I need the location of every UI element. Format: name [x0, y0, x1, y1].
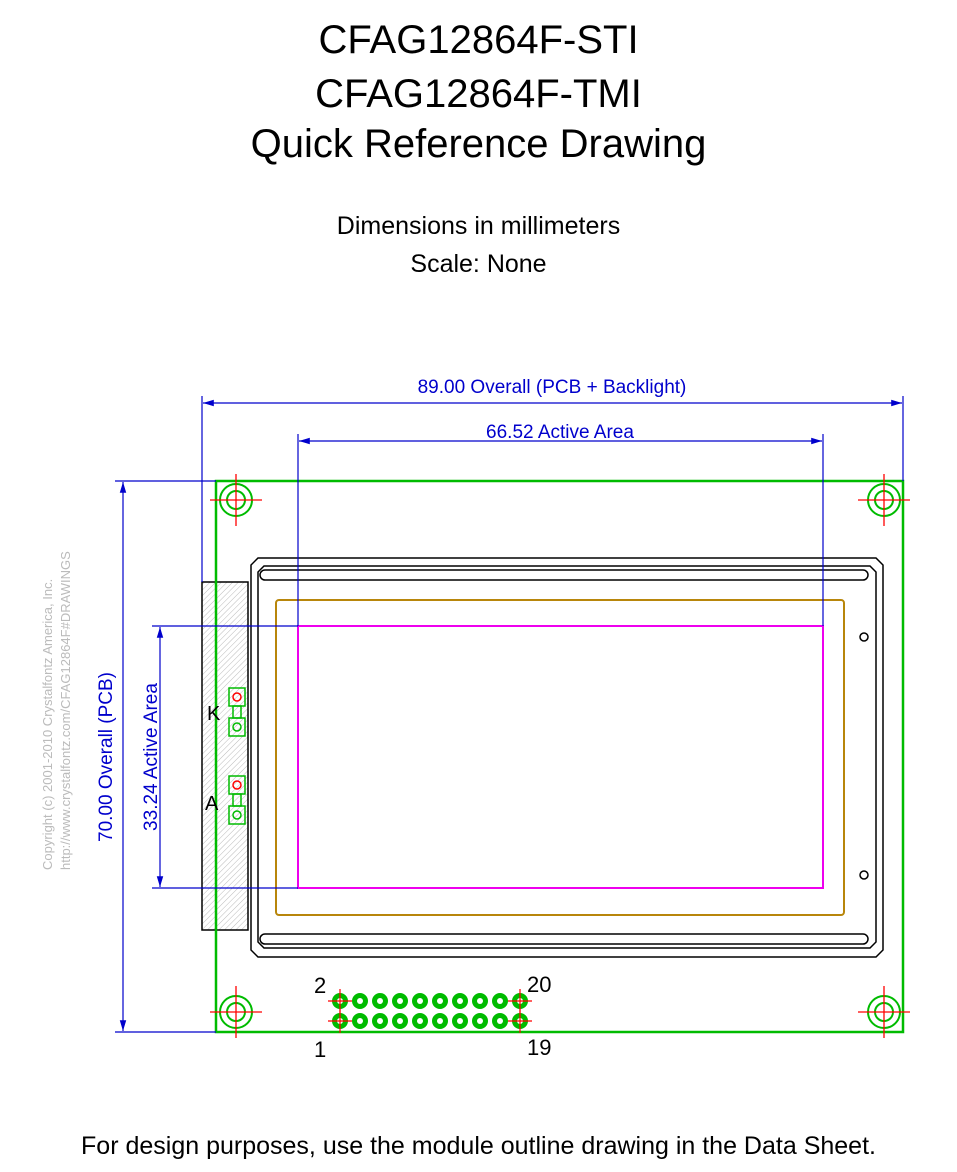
- title-line-1: CFAG12864F-STI: [318, 18, 639, 62]
- pcb-outline: [214, 479, 905, 1034]
- connector-pin-hole: [497, 998, 503, 1004]
- title-line-3: Quick Reference Drawing: [250, 122, 707, 166]
- mounting-hole-tl: [210, 474, 262, 526]
- mounting-hole-bl: [210, 986, 262, 1038]
- cathode-label: K: [207, 703, 221, 725]
- connector-pin-hole: [497, 1018, 503, 1024]
- units-note: Dimensions in millimeters: [336, 212, 621, 240]
- anode-label: A: [205, 793, 219, 815]
- pin-label-2: 2: [314, 973, 326, 998]
- footer-note: For design purposes, use the module outl…: [81, 1132, 876, 1160]
- backlight-tail: [201, 581, 249, 931]
- connector-pin-hole: [417, 998, 423, 1004]
- connector-pins: [328, 989, 532, 1033]
- connector-pin-hole: [357, 998, 363, 1004]
- connector-pin-hole: [437, 1018, 443, 1024]
- connector-pin-hole: [477, 1018, 483, 1024]
- dim-overall-height-label: 70.00 Overall (PCB): [96, 672, 117, 842]
- connector-pin-hole: [477, 998, 483, 1004]
- dim-active-width: [297, 434, 824, 626]
- dim-overall-width: [201, 396, 904, 582]
- pin-label-19: 19: [527, 1035, 551, 1060]
- connector-pin-hole: [457, 1018, 463, 1024]
- title-line-2: CFAG12864F-TMI: [315, 72, 642, 116]
- connector-pin-hole: [437, 998, 443, 1004]
- connector-pin-hole: [397, 1018, 403, 1024]
- pin-label-20: 20: [527, 972, 551, 997]
- active-area: [297, 625, 824, 889]
- pin-label-1: 1: [314, 1037, 326, 1062]
- connector-pin-hole: [377, 998, 383, 1004]
- dim-active-height: [152, 625, 298, 889]
- mounting-hole-tr: [858, 474, 910, 526]
- copyright-watermark: Copyright (c) 2001-2010 Crystalfontz Ame…: [40, 579, 55, 870]
- backlight-cathode-pad: [228, 687, 246, 737]
- backlight-anode-pad: [228, 775, 246, 825]
- dim-overall-width-label: 89.00 Overall (PCB + Backlight): [418, 377, 687, 398]
- viewing-area: [275, 599, 845, 916]
- dim-active-height-label: 33.24 Active Area: [141, 683, 162, 831]
- connector-pin-hole: [397, 998, 403, 1004]
- dim-overall-height: [115, 480, 216, 1033]
- lcd-bezel: [250, 557, 884, 958]
- mounting-hole-br: [858, 986, 910, 1038]
- scale-note: Scale: None: [410, 250, 547, 278]
- connector-pin-hole: [357, 1018, 363, 1024]
- connector-pin-hole: [377, 1018, 383, 1024]
- dim-active-width-label: 66.52 Active Area: [486, 422, 634, 443]
- connector-pin-hole: [417, 1018, 423, 1024]
- url-watermark: http://www.crystalfontz.com/CFAG12864F#D…: [58, 551, 73, 870]
- connector-pin-hole: [457, 998, 463, 1004]
